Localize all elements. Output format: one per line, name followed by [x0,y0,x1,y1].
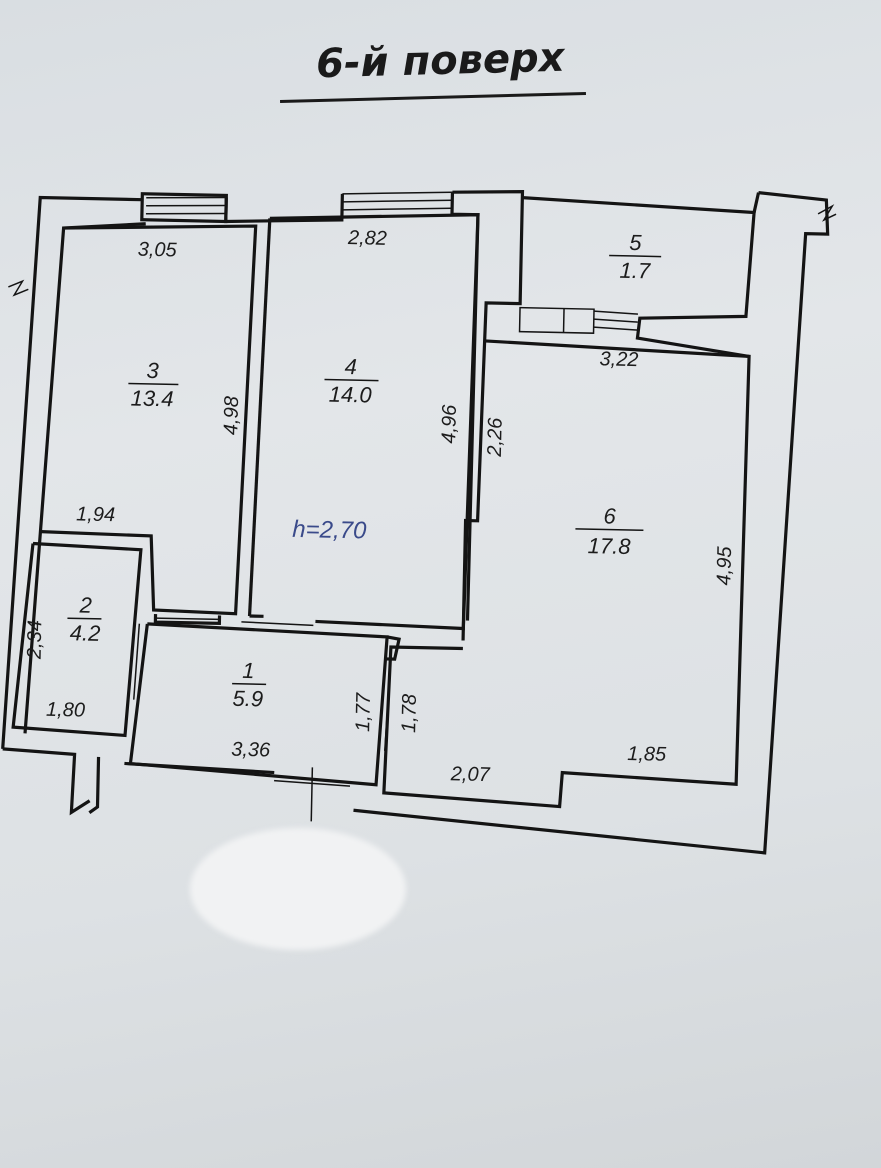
room1-room6-partition [386,635,401,661]
room1-walls [128,622,389,787]
dim-room4-side: 4,96 [438,404,461,444]
door-room6 [383,660,392,751]
dim-room6-bottom-right: 1,85 [627,743,667,766]
room-area: 13.4 [130,386,173,412]
dim-room6-bottom-left: 2,07 [450,763,491,786]
balcony-outline [522,196,756,359]
room-area: 5.9 [232,686,263,712]
room-label-5: 5 1.7 [609,230,662,284]
outer-wall-right-inner [752,192,761,213]
room-area: 4.2 [70,620,101,646]
dim-room3-side: 4,98 [220,396,243,435]
room-label-2: 2 4.2 [67,592,102,646]
entrance-door [274,767,351,822]
room-number: 2 [78,592,92,617]
dim-room2-bottom: 1,80 [46,699,85,722]
ceiling-height-label: h=2,70 [292,516,367,545]
room-number: 3 [146,358,160,383]
room3-walls [41,224,258,616]
room-number: 4 [344,354,357,379]
room-label-1: 1 5.9 [232,658,267,712]
room-label-4: 4 14.0 [324,354,379,408]
redacted-spot [190,828,406,950]
room-area: 1.7 [619,258,651,284]
room2-walls [11,541,143,738]
wall-block-top-left [140,192,228,224]
break-mark-right [817,204,837,222]
outer-wall-top-left [1,195,143,750]
outer-wall-bottom-left [2,747,91,816]
dim-room6-top: 3,22 [599,348,638,371]
room-area: 14.0 [329,382,373,408]
dim-room3-top: 3,05 [137,239,177,262]
door-room2 [133,623,141,700]
door-room3 [155,617,220,621]
window-room4 [342,191,453,211]
room-number: 1 [242,658,255,683]
outer-wall-right [353,191,830,855]
room-number: 5 [629,230,643,255]
dim-room1-bottom: 3,36 [231,739,271,762]
dim-room1-side: 1,77 [352,692,375,732]
partition-room3-room4 [247,218,272,617]
door-room4 [241,621,314,627]
outer-wall-bottom [88,756,101,815]
dim-room6-left: 2,26 [484,417,507,458]
window-room3 [145,196,227,215]
room-label-6: 6 17.8 [575,503,644,559]
dim-room6-right: 4,95 [713,545,736,585]
dim-room6-lower-left: 1,78 [398,694,421,733]
dim-room3-bottom: 1,94 [76,503,115,526]
dim-room4-top: 2,82 [347,227,387,250]
room-number: 6 [603,503,617,528]
room-label-3: 3 13.4 [128,358,179,412]
break-mark-left [8,279,29,297]
dim-room2-side: 2,34 [24,620,47,660]
entrance-wall-left [124,761,275,775]
balcony-door [518,306,638,334]
room4-walls [269,213,480,631]
room-area: 17.8 [587,533,631,559]
